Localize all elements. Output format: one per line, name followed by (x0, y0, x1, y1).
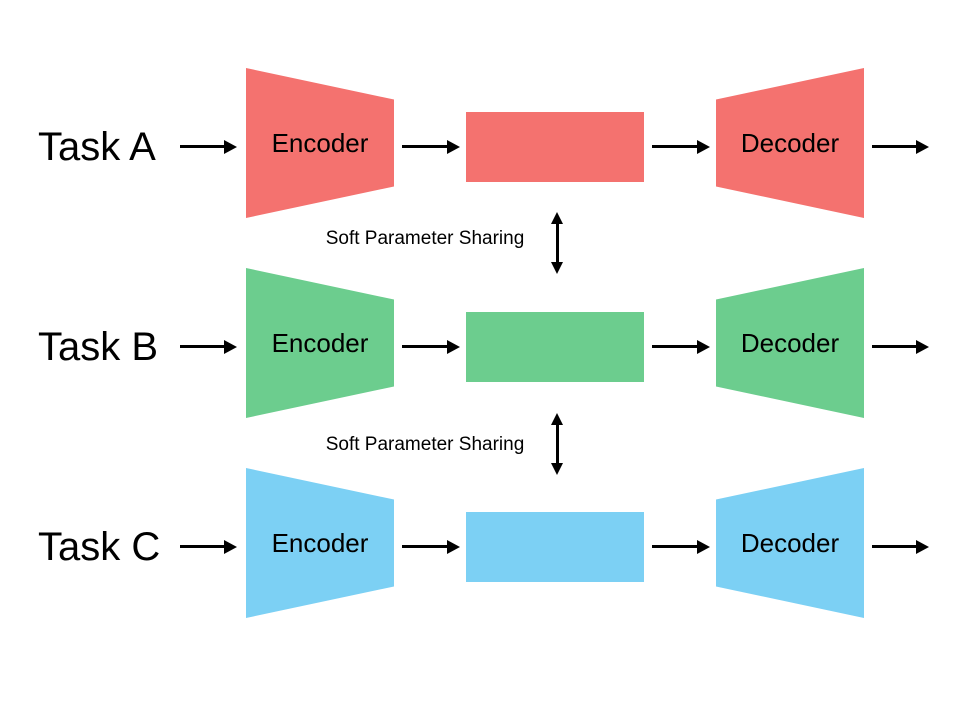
task-c-encoder: Encoder (246, 468, 394, 618)
task-c-input-arrow-icon (180, 539, 237, 554)
task-a-label: Task A (38, 125, 156, 169)
task-c-output-arrow-icon (872, 539, 929, 554)
sharing-arrow-ab-icon (551, 212, 563, 274)
task-a-output-arrow-icon (872, 139, 929, 154)
task-b-input-arrow-icon (180, 339, 237, 354)
task-a-decoder: Decoder (716, 68, 864, 218)
task-c-latent-block (466, 512, 644, 582)
task-b-latent-to-decoder-arrow-icon (652, 339, 710, 354)
task-a-encoder-to-latent-arrow-icon (402, 139, 460, 154)
task-a-decoder-label: Decoder (740, 127, 840, 158)
task-b-encoder-label: Encoder (271, 327, 369, 358)
task-b-encoder: Encoder (246, 268, 394, 418)
sharing-label-ab: Soft Parameter Sharing (325, 228, 525, 249)
task-a-latent-block (466, 112, 644, 182)
task-b-label: Task B (38, 325, 159, 369)
task-b-decoder: Decoder (716, 268, 864, 418)
task-a-encoder-label: Encoder (271, 127, 369, 158)
task-a-encoder: Encoder (246, 68, 394, 218)
task-c-label: Task C (38, 525, 161, 569)
task-a-row: Task A Encoder Decoder (0, 68, 960, 218)
task-a-input-arrow-icon (180, 139, 237, 154)
task-c-decoder-label: Decoder (740, 527, 840, 558)
task-c-row: Task C Encoder Decoder (0, 468, 960, 618)
task-b-output-arrow-icon (872, 339, 929, 354)
sharing-label-bc: Soft Parameter Sharing (325, 434, 525, 455)
task-c-encoder-label: Encoder (271, 527, 369, 558)
task-a-latent-to-decoder-arrow-icon (652, 139, 710, 154)
task-c-latent-to-decoder-arrow-icon (652, 539, 710, 554)
sharing-arrow-bc-icon (551, 413, 563, 475)
task-b-encoder-to-latent-arrow-icon (402, 339, 460, 354)
task-b-row: Task B Encoder Decoder (0, 268, 960, 418)
task-b-decoder-label: Decoder (740, 327, 840, 358)
task-b-latent-block (466, 312, 644, 382)
task-c-decoder: Decoder (716, 468, 864, 618)
task-c-encoder-to-latent-arrow-icon (402, 539, 460, 554)
